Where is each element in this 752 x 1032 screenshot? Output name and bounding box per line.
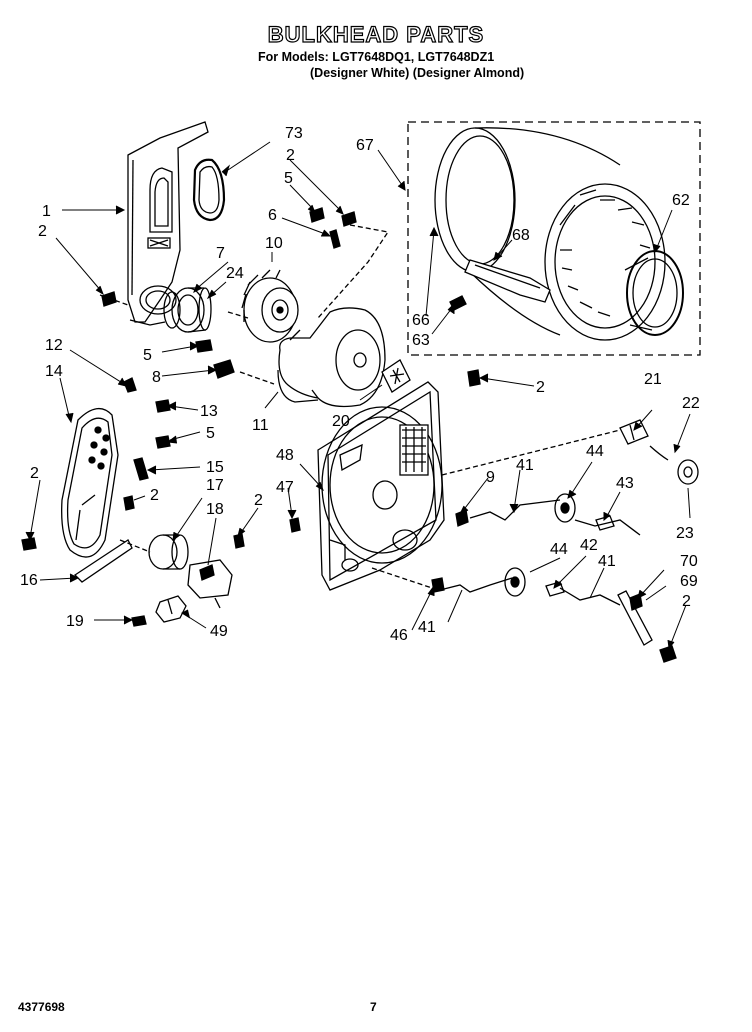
models-line: For Models: LGT7648DQ1, LGT7648DZ1 (258, 50, 495, 64)
callout-47: 47 (276, 479, 294, 496)
callout-44: 44 (586, 443, 604, 460)
callout-2: 2 (38, 223, 47, 240)
callout-7: 7 (216, 245, 225, 262)
dashed-lines (99, 224, 621, 589)
callout-19: 19 (66, 613, 84, 630)
callout-2: 2 (254, 492, 263, 509)
callout-17: 17 (206, 477, 224, 494)
callout-11: 11 (252, 417, 269, 434)
callout-48: 48 (276, 447, 294, 464)
leader-lines (25, 141, 691, 650)
callout-labels: 1 2 73 2 5 6 10 7 24 67 62 68 66 63 12 1… (20, 125, 700, 644)
blower-housing (277, 307, 386, 408)
callout-12: 12 (45, 337, 63, 354)
motor (148, 534, 189, 570)
roller-shafts (439, 499, 641, 606)
colors-line: (Designer White) (Designer Almond) (310, 66, 525, 80)
callout-69: 69 (680, 573, 698, 590)
callout-2: 2 (536, 379, 545, 396)
blower-wheel (241, 269, 299, 343)
callout-41: 41 (418, 619, 436, 636)
switch-18 (187, 559, 233, 609)
callout-13: 13 (200, 403, 218, 420)
callout-16: 16 (20, 572, 38, 589)
callout-46: 46 (390, 627, 408, 644)
hardware (21, 207, 677, 663)
rear-bulkhead (317, 381, 445, 591)
front-bulkhead-panel (127, 121, 209, 326)
callout-2: 2 (682, 593, 691, 610)
baffle (464, 259, 551, 303)
callout-6: 6 (268, 207, 277, 224)
callout-20: 20 (332, 413, 350, 430)
callout-2: 2 (286, 147, 295, 164)
callout-5: 5 (284, 170, 293, 187)
label-20 (381, 359, 411, 393)
callout-68: 68 (512, 227, 530, 244)
callout-49: 49 (210, 623, 228, 640)
callout-10: 10 (265, 235, 283, 252)
page-number: 7 (370, 1000, 377, 1014)
callout-70: 70 (680, 553, 698, 570)
thermostat-21 (619, 419, 699, 485)
callout-43: 43 (616, 475, 634, 492)
callout-44: 44 (550, 541, 568, 558)
switch-49 (155, 595, 187, 623)
callout-2: 2 (30, 465, 39, 482)
callout-14: 14 (45, 363, 63, 380)
callout-63: 63 (412, 332, 430, 349)
callout-42: 42 (580, 537, 598, 554)
page-title: BULKHEAD PARTS (267, 21, 485, 47)
callout-8: 8 (152, 369, 161, 386)
document-number: 4377698 (18, 1000, 65, 1014)
rollers (504, 493, 615, 597)
callout-15: 15 (206, 459, 224, 476)
callout-41: 41 (598, 553, 616, 570)
callout-23: 23 (676, 525, 694, 542)
callout-5: 5 (206, 425, 215, 442)
callout-22: 22 (682, 395, 700, 412)
bracket-16 (73, 539, 133, 583)
callout-67: 67 (356, 137, 374, 154)
callout-21: 21 (644, 371, 662, 388)
callout-5: 5 (143, 347, 152, 364)
callout-18: 18 (206, 501, 224, 518)
callout-41: 41 (516, 457, 534, 474)
callout-24: 24 (226, 265, 244, 282)
callout-66: 66 (412, 312, 430, 329)
callout-62: 62 (672, 192, 690, 209)
seal-73 (192, 158, 226, 222)
drum (434, 127, 666, 341)
callout-73: 73 (285, 125, 303, 142)
drum-assembly-box (407, 121, 701, 356)
callout-1: 1 (42, 203, 51, 220)
drive-belt (61, 408, 119, 558)
callout-2: 2 (150, 487, 159, 504)
callout-9: 9 (486, 469, 495, 486)
